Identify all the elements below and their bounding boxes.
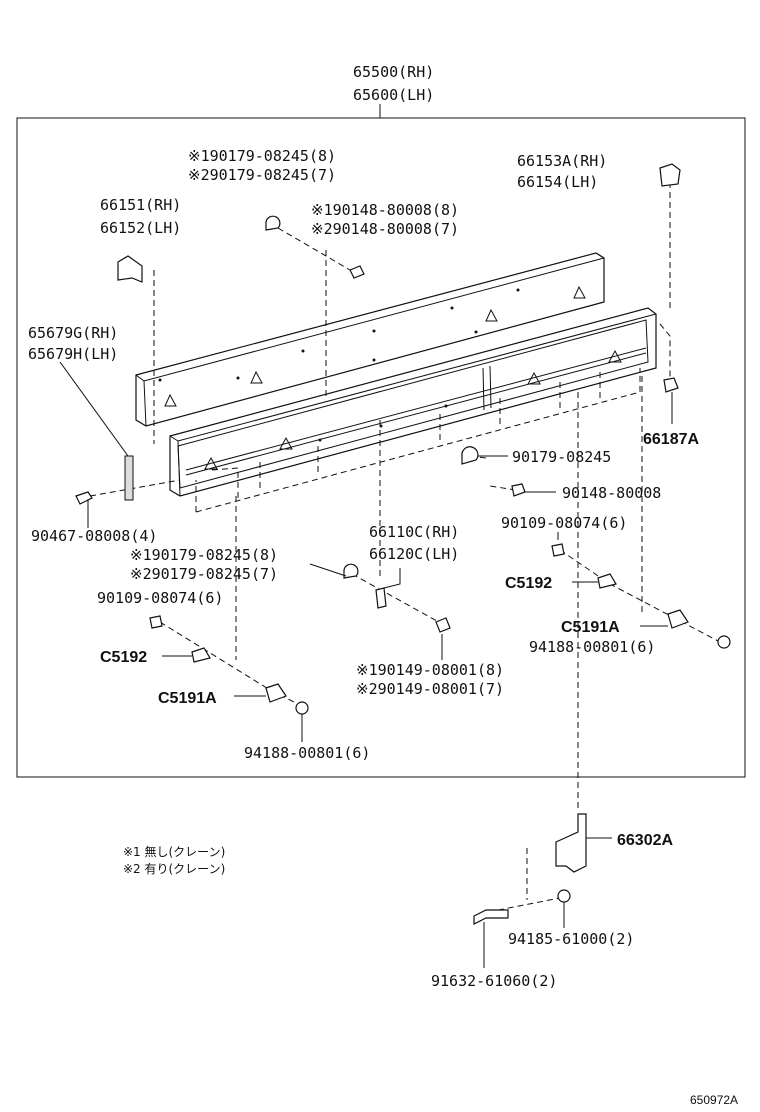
p11-rh-label: 66110C(RH) — [369, 523, 459, 541]
fasteners — [75, 163, 731, 925]
p5-rh-label: 65679G(RH) — [28, 324, 118, 342]
p4-rh-label: 66151(RH) — [100, 196, 181, 214]
p15-label: C5192 — [100, 649, 147, 666]
p12-b-label: ※290179-08245(7) — [130, 565, 278, 583]
p5-lh-label: 65679H(LH) — [28, 345, 118, 363]
p20-b-label: ※290149-08001(7) — [356, 680, 504, 698]
p3-rh-label: 66153A(RH) — [517, 152, 607, 170]
note-2: ※2 有り(クレーン) — [123, 862, 225, 876]
assy-lh-label: 65600(LH) — [353, 86, 434, 104]
p11-lh-label: 66120C(LH) — [369, 545, 459, 563]
p17-label: C5191A — [158, 690, 217, 707]
p3-lh-label: 66154(LH) — [517, 173, 598, 191]
p22-label: 94185-61000(2) — [508, 930, 634, 948]
p10-label: 90109-08074(6) — [501, 514, 627, 532]
assy-rh-label: 65500(RH) — [353, 63, 434, 81]
p1-b-label: ※290179-08245(7) — [188, 166, 336, 184]
p2-b-label: ※290148-80008(7) — [311, 220, 459, 238]
p6-label: 66187A — [643, 431, 699, 448]
assembly-frame — [16, 117, 746, 778]
p13-label: 90109-08074(6) — [97, 589, 223, 607]
p18-label: 94188-00801(6) — [529, 638, 655, 656]
p23-label: 91632-61060(2) — [431, 972, 557, 990]
p2-a-label: ※190148-80008(8) — [311, 201, 459, 219]
p4-lh-label: 66152(LH) — [100, 219, 181, 237]
note-1: ※1 無し(クレーン) — [123, 844, 225, 859]
p9-label: 90467-08008(4) — [31, 527, 157, 545]
p20-a-label: ※190149-08001(8) — [356, 661, 504, 679]
figure-id: 650972A — [690, 1093, 738, 1107]
upper-rail — [135, 252, 605, 427]
p14-label: C5192 — [505, 575, 552, 592]
p1-a-label: ※190179-08245(8) — [188, 147, 336, 165]
p16-label: C5191A — [561, 619, 620, 636]
p7-label: 90179-08245 — [512, 448, 611, 466]
p12-a-label: ※190179-08245(8) — [130, 546, 278, 564]
p21-label: 66302A — [617, 832, 673, 849]
leader-lines — [59, 361, 673, 968]
lower-frame — [169, 307, 657, 497]
assembly-lines — [89, 182, 721, 913]
p8-label: 90148-80008 — [562, 484, 661, 502]
p19-label: 94188-00801(6) — [244, 744, 370, 762]
